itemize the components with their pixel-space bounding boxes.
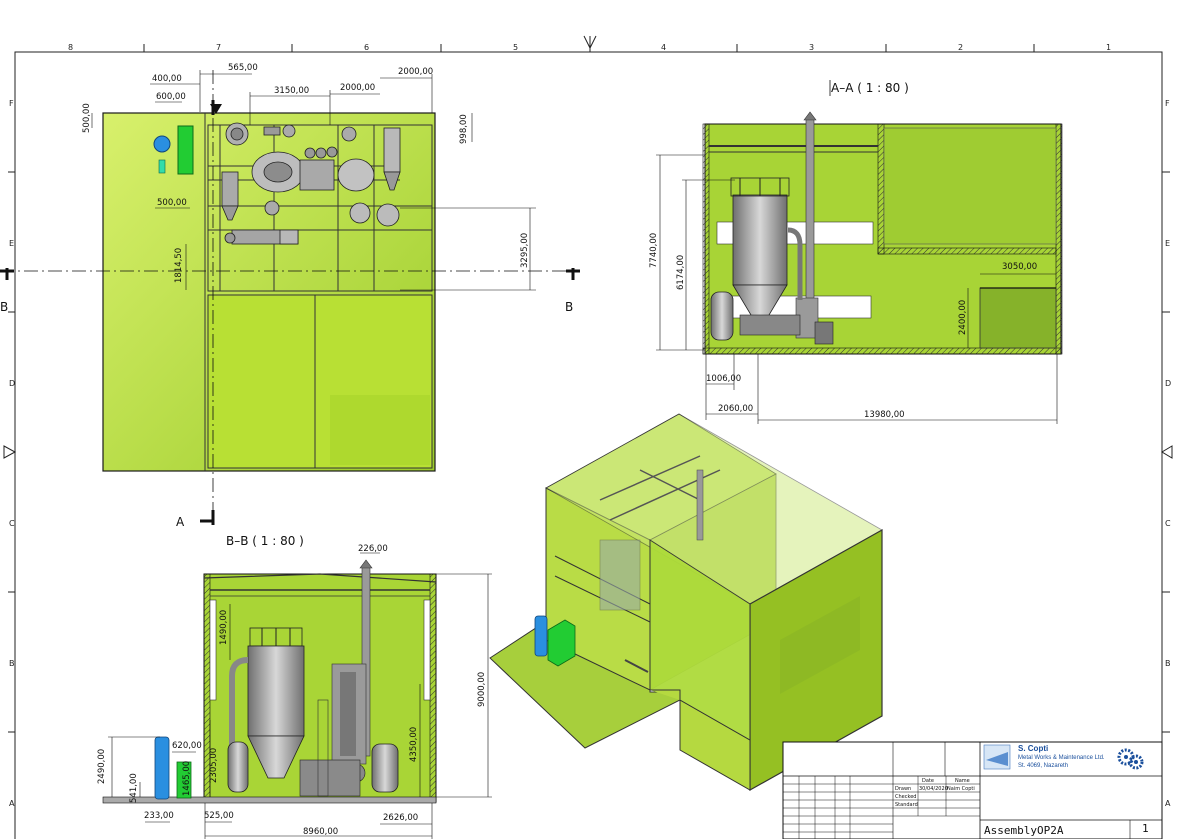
dim-2626: 2626,00 [383,813,418,823]
dim-2000-a: 2000,00 [340,83,375,93]
zone-col-label: 1 [1106,43,1111,52]
zone-row-label: A [1165,799,1171,808]
section-mark-b-left: B [0,300,8,314]
dim-3295: 3295,00 [520,233,530,268]
dim-4350: 4350,00 [409,727,419,762]
dim-620: 620,00 [172,741,202,751]
zone-row-label: B [9,659,15,668]
sheet-number: 1 [1142,822,1149,835]
tb-date-header: Date [922,778,934,784]
zone-row-label: C [9,519,15,528]
dim-3150: 3150,00 [274,86,309,96]
zone-row-label: F [9,99,14,108]
zone-row-label: B [1165,659,1171,668]
zone-row-label: D [1165,379,1171,388]
dim-500-vertical: 500,00 [82,103,92,133]
zone-row-label: C [1165,519,1171,528]
company-line3: St. 4069, Nazareth [1018,763,1068,769]
dim-2400: 2400,00 [958,300,968,335]
control-panel-plan [177,125,194,175]
dim-541: 541,00 [129,773,139,803]
section-bb-title: B–B ( 1 : 80 ) [226,534,304,548]
zone-col-label: 6 [364,43,369,52]
sheet-frame [3,35,1173,839]
control-panel-bb [176,761,192,799]
dryer-tower-bb [227,559,399,797]
gears-icon [1117,748,1144,770]
plan-equipment [221,122,401,245]
dim-13980: 13980,00 [864,410,905,420]
tb-drawn-date: 30/04/2020 [919,786,948,792]
section-aa-view: A–A ( 1 : 80 ) [649,80,1063,424]
dim-9000: 9000,00 [477,672,487,707]
dim-6174: 6174,00 [676,255,686,290]
zone-col-label: 3 [809,43,814,52]
company-logo [983,744,1144,770]
zone-col-label: 2 [958,43,963,52]
zone-column-labels: 8 7 6 5 4 3 2 1 [68,43,1111,52]
drawing-name: AssemblyOP2A [984,824,1064,837]
company-line2: Metal Works & Maintenance Ltd. [1018,755,1105,761]
tb-drawn-name: Naim Copti [947,786,975,792]
dim-2000-b: 2000,00 [398,67,433,77]
dim-1465: 1465,00 [182,761,192,796]
dim-2305: 2305,00 [209,748,219,783]
zone-col-label: 7 [216,43,221,52]
water-tank-iso [534,615,548,657]
plan-view: B B A 565,00 400,00 600,00 500,00 3150 [0,63,580,529]
dryer-tower-aa [710,111,834,345]
tb-name-header: Name [955,778,970,784]
zone-col-label: 8 [68,43,73,52]
section-mark-a: A [176,515,185,529]
dim-7740: 7740,00 [649,233,659,268]
water-tank-plan [153,135,171,153]
water-tank-bb [154,736,170,800]
dim-525: 525,00 [204,811,234,821]
dim-226: 226,00 [358,544,388,554]
dim-233: 233,00 [144,811,174,821]
isometric-view [489,413,883,792]
dim-500-lower: 500,00 [157,198,187,208]
dim-600: 600,00 [156,92,186,102]
tb-row-drawn: Drawn [895,786,911,792]
dim-1814: 1814,50 [174,248,184,283]
title-block: Date Name Drawn Checked Standard 30/04/2… [782,741,1163,839]
zone-col-label: 4 [661,43,666,52]
dim-8960: 8960,00 [303,827,338,837]
dim-400: 400,00 [152,74,182,84]
zone-row-label: A [9,799,15,808]
zone-row-label: E [9,239,14,248]
section-mark-b-right: B [565,300,573,314]
tb-row-standard: Standard [895,802,918,808]
zone-row-label: D [9,379,15,388]
zone-col-label: 5 [513,43,518,52]
dim-1490: 1490,00 [219,610,229,645]
dim-2490: 2490,00 [97,749,107,784]
zone-row-label: F [1165,99,1170,108]
dim-565: 565,00 [228,63,258,73]
dim-3050: 3050,00 [1002,262,1037,272]
zone-row-label: E [1165,239,1170,248]
zone-row-labels: F E D C B A F E D C B A [9,99,1171,808]
dim-998: 998,00 [459,114,469,144]
section-bb-view: B–B ( 1 : 80 ) [97,534,492,839]
control-panel-iso [547,619,576,667]
tb-row-checked: Checked [895,794,916,800]
section-aa-title: A–A ( 1 : 80 ) [831,81,909,95]
dim-1006: 1006,00 [706,374,741,384]
company-name: S. Copti [1018,744,1048,753]
dim-2060: 2060,00 [718,404,753,414]
